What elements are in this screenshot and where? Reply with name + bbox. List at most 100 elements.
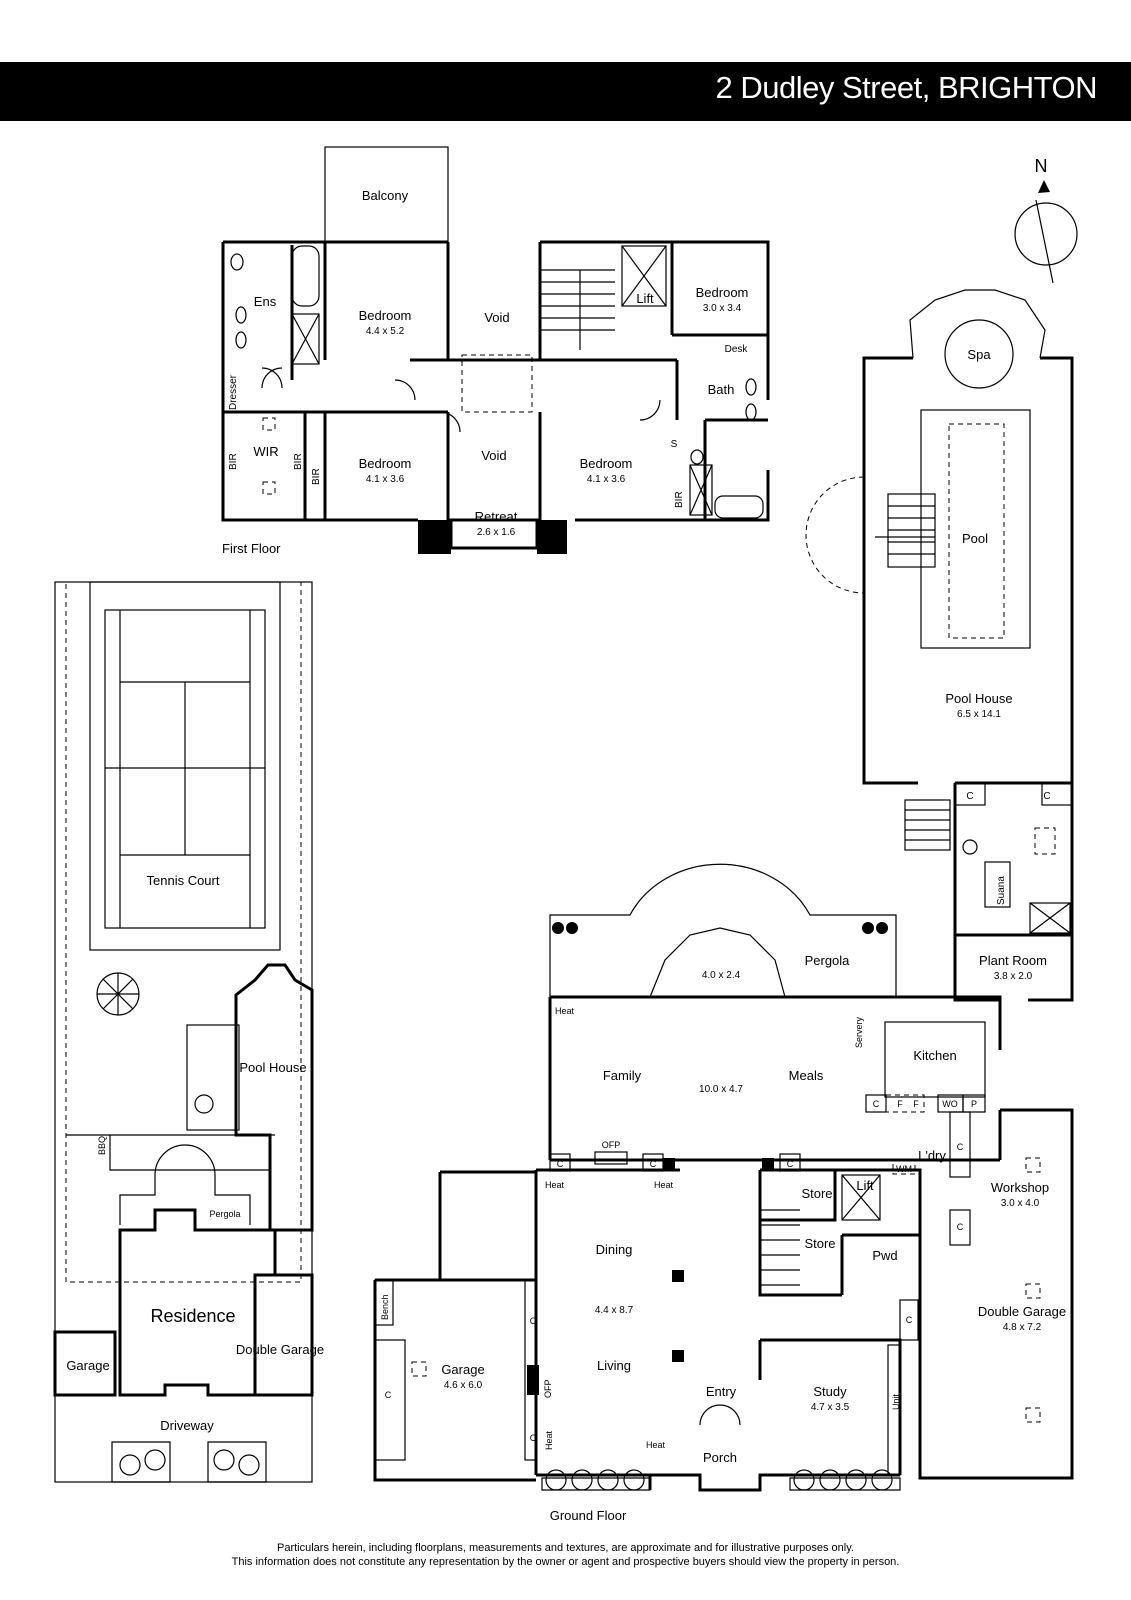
pool-c2: C bbox=[1043, 791, 1050, 802]
ground-wm: WM bbox=[896, 1164, 912, 1174]
pool-house: Pool House bbox=[945, 691, 1012, 706]
site-garage: Garage bbox=[66, 1358, 109, 1373]
suana: Suana bbox=[996, 876, 1007, 905]
ground-c-6: C bbox=[530, 1316, 537, 1326]
site-tennis-court: Tennis Court bbox=[147, 873, 220, 888]
site-bbq: BBQ bbox=[97, 1136, 107, 1155]
header-banner: 2 Dudley Street, BRIGHTON bbox=[0, 62, 1131, 121]
ground-c-10: C bbox=[957, 1142, 964, 1152]
ground-garage-dim: 4.6 x 6.0 bbox=[444, 1380, 483, 1391]
ground-servery: Servery bbox=[854, 1016, 864, 1048]
ground-living: Living bbox=[597, 1358, 631, 1373]
ground-c-4: C bbox=[787, 1159, 794, 1169]
ground-dining: Dining bbox=[596, 1242, 633, 1257]
room-bedroom-ne-dim: 3.0 x 3.4 bbox=[703, 303, 742, 314]
room-void-lower: Void bbox=[481, 448, 506, 463]
disclaimer: Particulars herein, including floorplans… bbox=[0, 1541, 1131, 1569]
room-bir-2: BIR bbox=[293, 453, 304, 470]
ground-heat-1: Heat bbox=[555, 1006, 575, 1016]
ground-floor-plan: 4.0 x 2.4 Pergola Heat Family 10.0 x 4.7… bbox=[373, 863, 1074, 1523]
ground-wo: WO bbox=[942, 1099, 958, 1109]
ground-c-5: C bbox=[385, 1390, 392, 1400]
ground-c-8: C bbox=[530, 1433, 537, 1443]
ground-workshop-dim: 3.0 x 4.0 bbox=[1001, 1198, 1040, 1209]
room-bir-1: BIR bbox=[228, 453, 239, 470]
ground-heat-3: Heat bbox=[654, 1180, 674, 1190]
ground-floor-caption: Ground Floor bbox=[550, 1508, 627, 1523]
ground-pergola: Pergola bbox=[805, 953, 851, 968]
room-desk: Desk bbox=[725, 344, 749, 355]
room-lift-first: Lift bbox=[636, 291, 654, 306]
ground-family-dim: 10.0 x 4.7 bbox=[699, 1084, 743, 1095]
ground-p: P bbox=[971, 1099, 977, 1109]
spa: Spa bbox=[967, 347, 991, 362]
first-floor-plan: Balcony Ens Bedroom 4.4 x 5.2 Void Lift … bbox=[221, 146, 770, 556]
ground-f-2: F bbox=[913, 1099, 919, 1109]
pool-house-plan: Spa Pool Pool House 6.5 x 14.1 C C Suana… bbox=[805, 289, 1074, 1002]
room-bedroom-ne: Bedroom bbox=[696, 285, 749, 300]
site-plan: Tennis Court Pool House BBQ Pergola Resi… bbox=[53, 581, 324, 1483]
ground-workshop: Workshop bbox=[991, 1180, 1049, 1195]
site-residence: Residence bbox=[150, 1306, 235, 1326]
site-pool-house: Pool House bbox=[239, 1060, 306, 1075]
ground-meals: Meals bbox=[789, 1068, 824, 1083]
disclaimer-line-1: Particulars herein, including floorplans… bbox=[277, 1542, 854, 1554]
ground-store-2: Store bbox=[804, 1236, 835, 1251]
room-retreat: Retreat bbox=[475, 509, 518, 524]
first-floor-caption: First Floor bbox=[222, 541, 281, 556]
room-ensuite: Ens bbox=[254, 294, 277, 309]
ground-kitchen: Kitchen bbox=[913, 1048, 956, 1063]
room-dresser: Dresser bbox=[228, 374, 239, 410]
site-double-garage: Double Garage bbox=[236, 1342, 324, 1357]
plant-room-dim: 3.8 x 2.0 bbox=[994, 971, 1033, 982]
room-bedroom-sw: Bedroom bbox=[359, 456, 412, 471]
room-bedroom-se-dim: 4.1 x 3.6 bbox=[587, 474, 626, 485]
site-pergola: Pergola bbox=[209, 1209, 240, 1219]
ground-garage: Garage bbox=[441, 1362, 484, 1377]
ground-family: Family bbox=[603, 1068, 642, 1083]
ground-c-3: C bbox=[650, 1159, 657, 1169]
ground-double-garage: Double Garage bbox=[978, 1304, 1066, 1319]
pool-c1: C bbox=[966, 791, 973, 802]
ground-laundry: L'dry bbox=[918, 1148, 946, 1163]
room-bath: Bath bbox=[708, 382, 735, 397]
room-wir: WIR bbox=[253, 444, 278, 459]
ground-study-dim: 4.7 x 3.5 bbox=[811, 1402, 850, 1413]
ground-double-garage-dim: 4.8 x 7.2 bbox=[1003, 1322, 1042, 1333]
pool-house-dim: 6.5 x 14.1 bbox=[957, 709, 1001, 720]
ground-porch: Porch bbox=[703, 1450, 737, 1465]
room-bedroom-sw-dim: 4.1 x 3.6 bbox=[366, 474, 405, 485]
ground-heat-2: Heat bbox=[545, 1180, 565, 1190]
room-s: S bbox=[671, 439, 678, 450]
ground-bay-dim: 4.0 x 2.4 bbox=[702, 970, 741, 981]
ground-entry: Entry bbox=[706, 1384, 737, 1399]
disclaimer-line-2: This information does not constitute any… bbox=[231, 1556, 900, 1568]
ground-ofp-1: OFP bbox=[602, 1140, 621, 1150]
property-address: 2 Dudley Street, BRIGHTON bbox=[715, 70, 1098, 105]
ground-store-1: Store bbox=[801, 1186, 832, 1201]
room-bir-4: BIR bbox=[674, 491, 685, 508]
ground-ofp-2: OFP bbox=[543, 1379, 553, 1398]
ground-c-11: C bbox=[957, 1222, 964, 1232]
ground-heat-5: Heat bbox=[646, 1440, 666, 1450]
compass-letter: N bbox=[1035, 156, 1048, 176]
room-bedroom-main-dim: 4.4 x 5.2 bbox=[366, 326, 405, 337]
ground-bench: Bench bbox=[380, 1294, 390, 1320]
ground-heat-4: Heat bbox=[544, 1430, 554, 1450]
ground-f-1: F bbox=[897, 1099, 903, 1109]
north-compass-icon: N bbox=[1014, 156, 1078, 284]
ground-c-1: C bbox=[873, 1099, 880, 1109]
room-balcony: Balcony bbox=[362, 188, 409, 203]
room-bedroom-se: Bedroom bbox=[580, 456, 633, 471]
ground-dining-dim: 4.4 x 8.7 bbox=[595, 1305, 634, 1316]
ground-c-9: C bbox=[906, 1315, 913, 1325]
ground-c-2: C bbox=[557, 1159, 564, 1169]
room-retreat-dim: 2.6 x 1.6 bbox=[477, 527, 516, 538]
ground-study: Study bbox=[813, 1384, 847, 1399]
ground-lift: Lift bbox=[856, 1178, 874, 1193]
room-bir-3: BIR bbox=[311, 468, 322, 485]
room-void-upper: Void bbox=[484, 310, 509, 325]
ground-unit: Unit bbox=[891, 1393, 901, 1410]
room-bedroom-main: Bedroom bbox=[359, 308, 412, 323]
